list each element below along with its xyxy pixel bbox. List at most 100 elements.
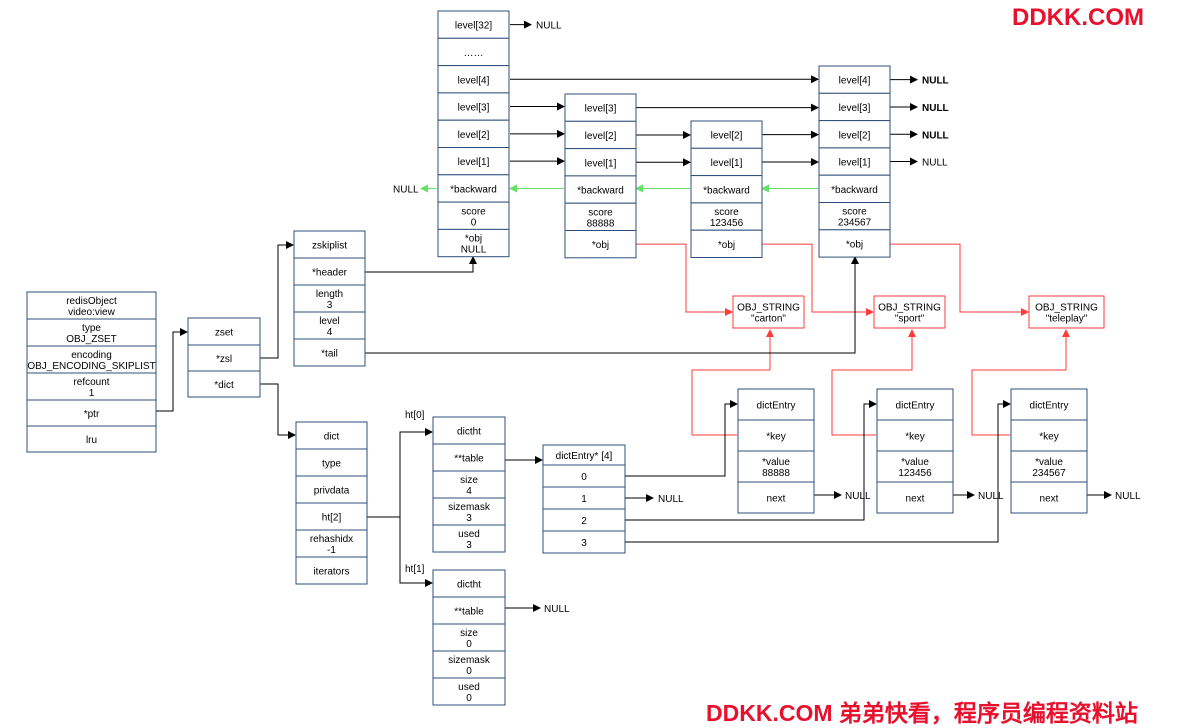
skiplist-node-1-cell [437,147,510,176]
dict-entry-2-cell [876,388,954,421]
header-to-node [365,256,477,273]
level-node4-null-label: NULL [922,76,949,87]
skiplist-node-3-text: 123456 [710,218,744,229]
dict-box-text: ht[2] [322,513,342,524]
zskiplist-box-text: *header [312,268,348,279]
next-null-label-3: NULL [1115,491,1141,502]
dict-entry-1-text: next [767,494,786,505]
zskiplist-box-cell [293,284,366,313]
brand-watermark-bottom: DDKK.COM 弟弟快看，程序员编程资料站 [706,700,1138,726]
skiplist-node-2: level[3]level[2]level[1]*backwardscore88… [564,93,637,259]
skiplist-node-2-text: *obj [592,240,609,251]
dict-entry-2-text: 123456 [898,468,932,479]
zskiplist-box-cell [293,311,366,340]
zskiplist-box-text: *tail [321,349,338,360]
dictht-1-box-text: 0 [466,693,472,704]
dict-entry-3-text: *key [1039,432,1058,443]
dictht-0-box-text: 3 [466,540,472,551]
dict-box-cell [295,475,368,504]
dict-box-text: -1 [327,545,336,556]
tail-to-node [365,256,859,354]
skiplist-node-1-text: score [461,206,486,217]
zskiplist-box-cell [293,230,366,259]
redis-object-box-cell [26,291,157,320]
dict-entry-3-text: dictEntry [1030,401,1069,412]
zskiplist-box-text: length [316,289,343,300]
dict-entry-3-cell [1010,419,1088,452]
obj-string-1-text: "carton" [751,314,786,325]
zset-box: zset*zsl*dict [187,317,261,398]
skiplist-node-2-cell [564,230,637,259]
ptr-to-zset [156,328,188,412]
dict-entry-2-cell [876,419,954,452]
redis-object-box-cell [26,425,157,453]
skiplist-node-2-text: score [588,207,613,218]
skiplist-node-1-text: NULL [461,245,487,256]
skiplist-node-2-cell [564,175,637,204]
dictht-1-box-cell [432,596,506,625]
skiplist-node-4-text: *backward [831,185,878,196]
redis-object-box-text: OBJ_ZSET [66,334,117,345]
skiplist-node-4: level[4]level[3]level[2]level[1]*backwar… [818,65,891,258]
dict-entry-1-text: *key [766,432,785,443]
dictht-1-box-text: 0 [466,639,472,650]
bucket1-null-label: NULL [658,494,684,505]
redis-object-box-text: lru [86,435,97,446]
dictht-0-box-cell [432,524,506,553]
dictht-0-box-cell [432,497,506,526]
dictht-0-box-cell [432,443,506,472]
dict-entry-1-text: *value [762,457,790,468]
bucket-array-box-cell [542,530,626,554]
obj-string-2: OBJ_STRING"sport" [873,295,946,329]
dictht-0-box-text: used [458,529,480,540]
skiplist-node-4-text: level[3] [839,103,871,114]
dict-entry-3-cell [1010,388,1088,421]
zset-box-cell [187,344,261,372]
skiplist-node-1-cell [437,92,510,121]
obj-string-3: OBJ_STRING"teleplay" [1028,295,1105,329]
dictht-0-box-text: dictht [457,427,481,438]
skiplist-node-2-text: 88888 [587,218,615,229]
skiplist-node-1-text: *backward [450,184,497,195]
zsl-to-zskiplist [260,241,294,359]
dict-entry-1-cell [737,481,815,514]
skiplist-node-1-cell [437,37,510,67]
level32-null-label: NULL [536,21,562,32]
skiplist-node-4-text: score [842,207,867,218]
skiplist-node-1-cell [437,228,510,258]
dict-entry-3-text: 234567 [1032,468,1066,479]
skiplist-node-3-text: level[1] [711,158,743,169]
skiplist-node-1-cell [437,201,510,230]
skiplist-node-1-text: level[4] [458,75,490,86]
ht0-label: ht[0] [405,410,425,421]
ht1-arrow [399,517,433,587]
dict-entry-3-cell [1010,481,1088,514]
skiplist-node-3-text: level[2] [711,131,743,142]
dict-entry-2-text: *value [901,457,929,468]
redis-object-box-text: *ptr [84,409,100,420]
dictht-1-box-cell [432,677,506,706]
skiplist-node-1-cell [437,119,510,148]
dict-entry-2-cell [876,481,954,514]
dict-box-text: rehashidx [310,534,353,545]
zskiplist-box-text: level [319,316,340,327]
zset-box-text: *zsl [216,354,232,365]
dict-box-cell [295,556,368,585]
level-node4-null-label: NULL [922,158,948,169]
skiplist-node-2-cell [564,93,637,122]
dict-entry-2-text: dictEntry [896,401,935,412]
dictht-0-box-text: 3 [466,513,472,524]
dictht-0-box-text: size [460,475,478,486]
obj-pointer-node3 [762,243,874,316]
dict-box-cell [295,421,368,450]
skiplist-node-3-text: *backward [703,185,750,196]
obj-pointer-node2 [636,243,733,316]
redis-object-box-text: type [82,323,101,334]
dictht-1-box-cell [432,623,506,652]
ht1-table-null-label: NULL [544,604,570,615]
